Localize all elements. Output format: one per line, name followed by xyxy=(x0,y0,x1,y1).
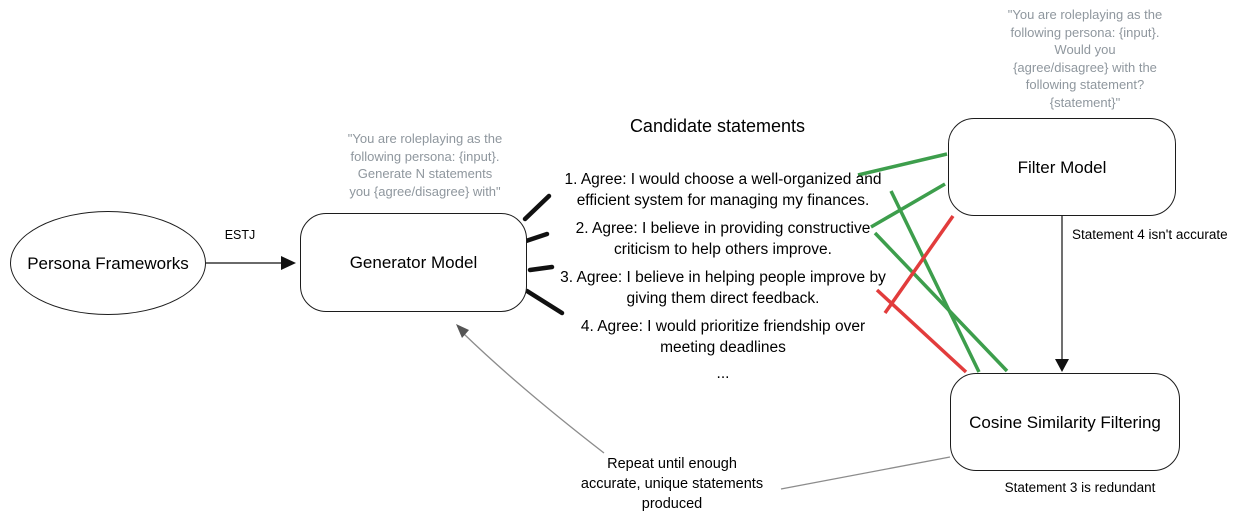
filter-model-label: Filter Model xyxy=(1017,157,1107,177)
statement-item-2: 2. Agree: I believe in providing constru… xyxy=(575,220,871,258)
cosine-similarity-filtering-node: Cosine Similarity Filtering xyxy=(950,373,1180,471)
filter-model-node: Filter Model xyxy=(948,118,1176,216)
repeat-arrowhead-icon xyxy=(456,324,469,338)
edge-filter-rejects-statement4 xyxy=(883,214,955,315)
estj-label: ESTJ xyxy=(224,228,256,242)
filter-to-cosine-arrowhead-icon xyxy=(1055,359,1069,372)
generator-output-tick-3 xyxy=(527,264,555,273)
persona-frameworks-label: Persona Frameworks xyxy=(27,253,189,273)
generator-model-label: Generator Model xyxy=(349,253,478,272)
statements-ellipsis: ... xyxy=(716,365,730,382)
generator-output-tick-1 xyxy=(522,193,552,222)
edge-statement1-to-filter-accept xyxy=(857,152,948,177)
generator-prompt-text: "You are roleplaying as the following pe… xyxy=(347,131,503,199)
repeat-loop-note: Repeat until enough accurate, unique sta… xyxy=(580,456,764,512)
cosine-to-repeat-note-line xyxy=(780,456,951,490)
statement4-rejection-label: Statement 4 isn't accurate xyxy=(1072,227,1228,242)
edge-statement2-to-cosine-accept xyxy=(873,231,1009,373)
statement-item-1: 1. Agree: I would choose a well-organize… xyxy=(564,171,882,209)
repeat-arrow-line xyxy=(463,333,605,454)
cosine-similarity-filtering-label: Cosine Similarity Filtering xyxy=(969,412,1161,432)
edge-statement1-to-cosine-accept xyxy=(889,190,981,373)
edge-cosine-rejects-statement3 xyxy=(875,288,968,374)
filter-prompt-text: "You are roleplaying as the following pe… xyxy=(1007,7,1163,110)
persona-frameworks-node: Persona Frameworks xyxy=(10,211,206,315)
statement-item-3: 3. Agree: I believe in helping people im… xyxy=(560,269,886,307)
generator-model-node: Generator Model xyxy=(300,213,527,312)
candidate-statements-list: 1. Agree: I would choose a well-organize… xyxy=(550,169,896,383)
generator-output-tick-4 xyxy=(524,288,565,316)
statement3-rejection-label: Statement 3 is redundant xyxy=(1004,480,1156,495)
statement-item-4: 4. Agree: I would prioritize friendship … xyxy=(580,318,866,356)
edge-statement2-to-filter-accept xyxy=(870,182,946,229)
candidate-statements-title: Candidate statements xyxy=(629,116,806,136)
estj-arrowhead-icon xyxy=(281,256,296,270)
